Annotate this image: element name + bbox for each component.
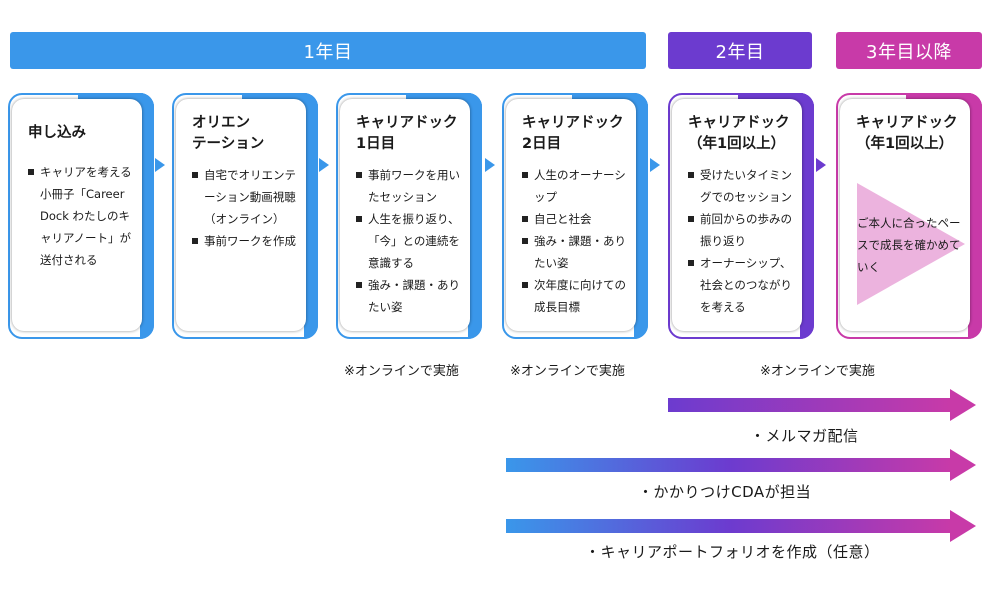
step-card-year2: キャリアドック （年1回以上） 受けたいタイミングでのセッション 前回からの歩み… bbox=[668, 93, 814, 339]
list-item: 人生のオーナーシップ bbox=[522, 164, 628, 208]
list-item: 受けたいタイミングでのセッション bbox=[688, 164, 794, 208]
step-card-day1: キャリアドック 1日目 事前ワークを用いたセッション 人生を振り返り、「今」との… bbox=[336, 93, 482, 339]
list-item: 事前ワークを用いたセッション bbox=[356, 164, 462, 208]
flow-label: ・キャリアポートフォリオを作成（任意） bbox=[585, 543, 880, 561]
list-item: 強み・課題・ありたい姿 bbox=[522, 230, 628, 274]
year-1-label: 1年目 bbox=[303, 41, 353, 63]
card-title: キャリアドック （年1回以上） bbox=[688, 115, 790, 152]
card-title: キャリアドック 1日目 bbox=[356, 115, 458, 152]
arrow-connector bbox=[650, 158, 660, 172]
arrow-connector bbox=[816, 158, 826, 172]
year-3-label: 3年目以降 bbox=[866, 41, 952, 63]
card-title: オリエン テーション bbox=[192, 115, 265, 152]
flow-label: ・かかりつけCDAが担当 bbox=[638, 483, 812, 501]
card-title: キャリアドック （年1回以上） bbox=[856, 115, 958, 152]
list-item: 強み・課題・ありたい姿 bbox=[356, 274, 462, 318]
arrow-connector bbox=[319, 158, 329, 172]
cda-arrow bbox=[506, 449, 976, 481]
list-item: 前回からの歩みの振り返り bbox=[688, 208, 794, 252]
online-note: ※オンラインで実施 bbox=[344, 364, 459, 379]
mailmag-arrow bbox=[668, 389, 976, 421]
card-title: 申し込み bbox=[28, 125, 86, 141]
year-2-header: 2年目 bbox=[668, 32, 812, 69]
year-1-header: 1年目 bbox=[10, 32, 646, 69]
online-note: ※オンラインで実施 bbox=[760, 364, 875, 379]
list-item: 人生を振り返り、「今」との連続を意識する bbox=[356, 208, 462, 274]
growth-triangle-icon bbox=[857, 183, 965, 305]
year-2-label: 2年目 bbox=[715, 41, 765, 63]
list-item: オーナーシップ、社会とのつながりを考える bbox=[688, 252, 794, 318]
step-card-apply: 申し込み キャリアを考える小冊子「Career Dock わたしのキャリアノート… bbox=[8, 93, 154, 339]
step-card-day2: キャリアドック 2日目 人生のオーナーシップ 自己と社会 強み・課題・ありたい姿… bbox=[502, 93, 648, 339]
list-item: 自宅でオリエンテーション動画視聴（オンライン） bbox=[192, 164, 298, 230]
list-item: キャリアを考える小冊子「Career Dock わたしのキャリアノート」が送付さ… bbox=[28, 161, 134, 271]
year-3-header: 3年目以降 bbox=[836, 32, 982, 69]
arrow-connector bbox=[485, 158, 495, 172]
portfolio-arrow bbox=[506, 510, 976, 542]
online-note: ※オンラインで実施 bbox=[510, 364, 625, 379]
arrow-connector bbox=[155, 158, 165, 172]
flow-label: ・メルマガ配信 bbox=[750, 427, 859, 445]
growth-text: ご本人に合ったペースで成長を確かめていく bbox=[857, 216, 961, 274]
step-card-orientation: オリエン テーション 自宅でオリエンテーション動画視聴（オンライン） 事前ワーク… bbox=[172, 93, 318, 339]
list-item: 自己と社会 bbox=[522, 208, 628, 230]
list-item: 次年度に向けての成長目標 bbox=[522, 274, 628, 318]
card-title: キャリアドック 2日目 bbox=[522, 115, 624, 152]
list-item: 事前ワークを作成 bbox=[192, 230, 298, 252]
